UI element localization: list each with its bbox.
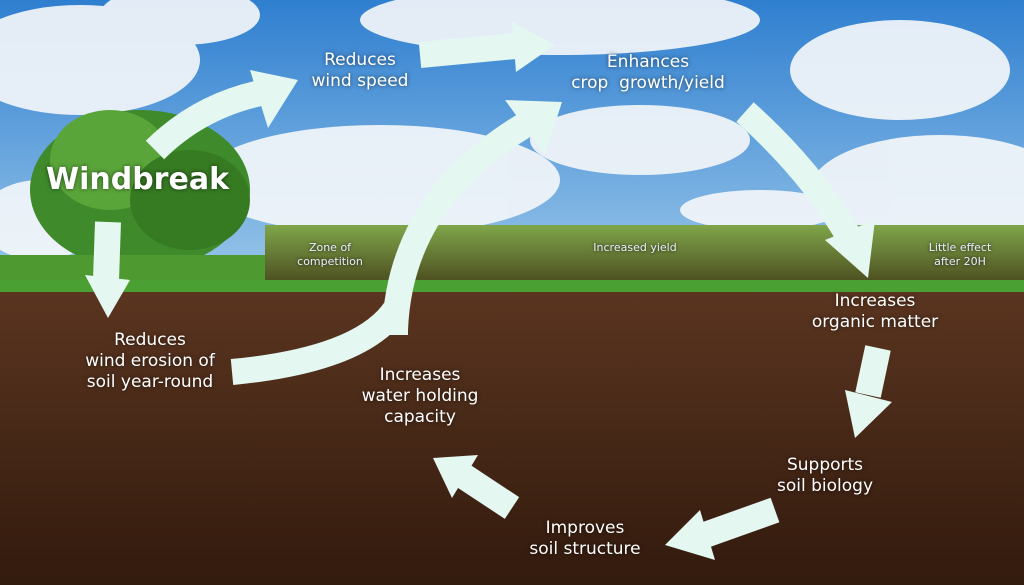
label-increases-organic: Increases organic matter [790,291,960,333]
tree [30,110,250,280]
arrow-structure-to-water [454,464,520,519]
soil [0,292,1024,585]
zone-line: competition [297,255,363,268]
arrow-crop-to-organic [736,102,860,242]
zone-line: after 20H [934,255,986,268]
label-line: water holding [361,386,479,406]
zone-competition: Zone of competition [285,241,375,269]
arrows [93,33,891,548]
label-increases-water: Increases water holding capacity [345,365,495,428]
zone-line: Zone of [308,241,352,254]
arrow-organic-to-biology [855,345,891,398]
grass-line [0,280,1024,292]
label-line: wind speed [311,71,409,91]
label-line: crop growth/yield [571,73,725,93]
label-improves-structure: Improves soil structure [505,518,665,560]
arrowheads [85,22,892,560]
label-line: organic matter [811,312,939,332]
label-line: wind erosion of [85,351,215,371]
arrow-biology-to-structure [700,497,780,548]
label-line: soil structure [529,539,641,559]
label-line: Enhances [606,52,690,72]
label-line: Increases [379,365,461,385]
zone-little-effect: Little effect after 20H [910,241,1010,269]
clouds [0,0,1024,260]
arrow-erosion-to-crop [230,113,532,385]
arrow-wind-speed-to-crop [418,33,517,68]
label-line: soil year-round [86,372,214,392]
label-enhances-crop: Enhances crop growth/yield [548,52,748,94]
label-supports-biology: Supports soil biology [755,455,895,497]
zone-increased-yield: Increased yield [593,241,677,254]
label-line: Reduces [324,50,396,70]
arrow-windbreak-to-erosion [93,221,121,281]
label-line: capacity [384,407,456,427]
label-line: Reduces [114,330,186,350]
label-line: Supports [786,455,864,475]
label-line: soil biology [777,476,873,496]
label-reduces-erosion: Reduces wind erosion of soil year-round [60,330,240,393]
zone-line: Little effect [928,241,992,254]
label-reduces-wind-speed: Reduces wind speed [290,50,430,92]
arrow-windbreak-to-wind-speed [145,79,268,160]
label-line: Increases [834,291,916,311]
windbreak-title: Windbreak [46,162,230,197]
label-line: Improves [545,518,625,538]
